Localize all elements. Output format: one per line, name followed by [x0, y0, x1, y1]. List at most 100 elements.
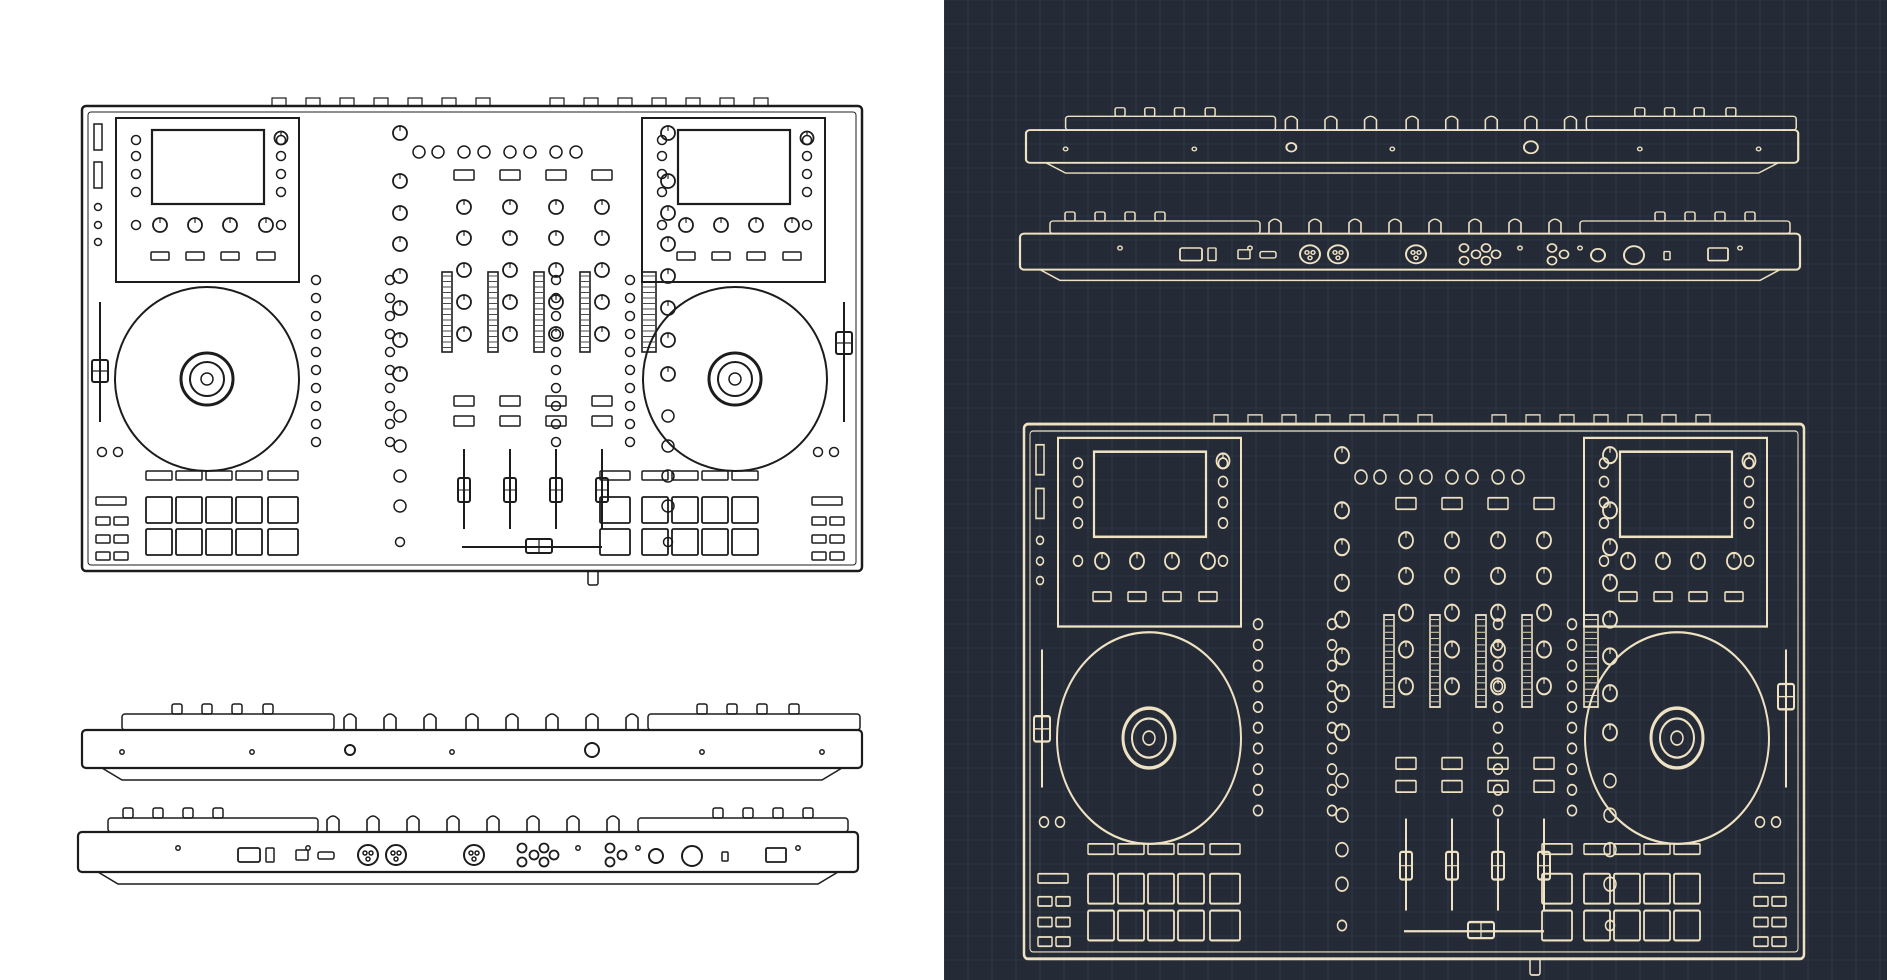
rear-view-screw [1117, 245, 1123, 251]
right-display-side-button [1743, 516, 1755, 530]
vu-meter [1475, 614, 1487, 708]
channel-button [591, 169, 613, 181]
left-corner-led [96, 446, 108, 458]
left-pad-mode-button [145, 470, 173, 481]
front-view-knob [1204, 107, 1216, 117]
vu-meter [641, 271, 657, 353]
right-performance-pad [1613, 872, 1641, 905]
cue-button [591, 415, 613, 427]
left-corner-small-button [113, 534, 129, 544]
rear-edge-connector-bump [1695, 414, 1711, 425]
rear-view-xlr-pin [396, 850, 402, 856]
left-mixer-bottom-led [1336, 919, 1348, 932]
deck-side-button [624, 346, 636, 358]
cue-button [545, 395, 567, 407]
rear-view-mixer-knob [1268, 218, 1282, 234]
rear-view-rca-jack [1480, 255, 1492, 266]
front-view-right-deck-raised [647, 713, 861, 731]
deck-side-button [1252, 700, 1264, 714]
cue-button [1395, 756, 1417, 770]
right-display-soft-button [1724, 591, 1744, 603]
deck-side-button [1492, 783, 1504, 796]
right-pad-mode-button [1673, 842, 1701, 856]
left-display-side-button [130, 186, 142, 198]
mixer-small-knob [477, 145, 491, 159]
cue-button [1441, 779, 1463, 793]
deck-side-button [550, 310, 562, 322]
front-view-knob [1634, 107, 1646, 117]
rear-edge-connector-bump [339, 97, 355, 107]
deck-side-button [1326, 680, 1338, 693]
rear-view-xlr-jack [1299, 244, 1321, 265]
left-jog-center-inner [189, 361, 225, 397]
front-view-mixer-knob [1484, 115, 1499, 131]
mixer-small-knob [1491, 469, 1505, 485]
front-view-knob [171, 703, 183, 715]
left-jog-center-dot [1142, 730, 1156, 746]
front-edge-knob [1529, 957, 1541, 976]
left-performance-pad [145, 528, 173, 556]
controller-top-inner-edge [87, 111, 857, 566]
rear-view-screw [795, 845, 801, 851]
front-edge-knob [587, 570, 599, 586]
right-jog-center-outer [707, 351, 763, 407]
right-mixer-outer-knob [1602, 538, 1618, 557]
rear-view-xlr-pin [1410, 250, 1416, 255]
rear-view-rca-jack [1470, 249, 1482, 260]
left-performance-pad [205, 528, 233, 556]
deck-side-button [310, 436, 322, 448]
rear-view-usb-c-port [1259, 250, 1277, 259]
left-performance-pad [1177, 909, 1205, 942]
mixer-small-knob [549, 145, 563, 159]
rear-view-screw [175, 845, 181, 851]
rear-edge-connector-bump [1491, 414, 1507, 425]
cue-button [1441, 756, 1463, 770]
left-mixer-outer-knob [1334, 647, 1350, 666]
left-performance-pad [205, 496, 233, 524]
left-display-side-button [275, 186, 287, 198]
front-view-knob [1114, 107, 1126, 117]
rear-view-rca-jack [538, 842, 550, 854]
right-performance-pad [641, 528, 669, 556]
front-view-knob [201, 703, 213, 715]
rear-view-xlr-pin [1307, 255, 1313, 261]
right-corner-led [1754, 815, 1766, 829]
left-display-screen [1092, 450, 1208, 539]
deck-side-button [384, 346, 396, 358]
rear-view-right-deck-raised [637, 817, 849, 833]
vu-meter [1429, 614, 1441, 708]
left-display-soft-button [1198, 591, 1218, 603]
right-pad-extra-button [599, 470, 631, 481]
right-performance-pad [1583, 872, 1611, 905]
right-transport-button [599, 528, 631, 556]
front-view-mixer-knob [1563, 115, 1578, 131]
channel-eq-knob [1398, 566, 1414, 585]
deck-side-button [384, 328, 396, 340]
left-performance-pad [1087, 872, 1115, 905]
rear-view-xlr-pin [393, 856, 399, 862]
left-side-led [93, 237, 103, 247]
rear-view-xlr-jack [1327, 244, 1349, 265]
left-performance-pad [175, 496, 203, 524]
rear-view-locking-connector [681, 845, 703, 867]
front-view-mixer-knob [1524, 115, 1538, 131]
rear-view-power-socket [237, 847, 261, 863]
left-mixer-lower-knob [1335, 841, 1349, 858]
left-corner-small-button [1055, 916, 1071, 928]
right-display-side-button [1743, 496, 1755, 509]
right-pad-extra-button [1541, 842, 1573, 856]
front-view-screw [1191, 146, 1198, 152]
deck-side-button [1566, 721, 1578, 734]
rear-view-mic-trs-jack [648, 848, 664, 864]
rear-view-knob [212, 807, 224, 819]
left-performance-pad [175, 528, 203, 556]
deck-side-button [550, 274, 562, 286]
controller-top-inner-edge [1029, 430, 1799, 953]
left-display-side-button [1217, 496, 1229, 509]
right-performance-pad [671, 528, 699, 556]
rear-view-left-deck-raised [1049, 220, 1261, 235]
rear-view-xlr-pin [471, 856, 477, 862]
deck-side-button [550, 292, 562, 304]
dark-blueprint-drawing [944, 0, 1887, 980]
left-performance-pad [235, 528, 263, 556]
